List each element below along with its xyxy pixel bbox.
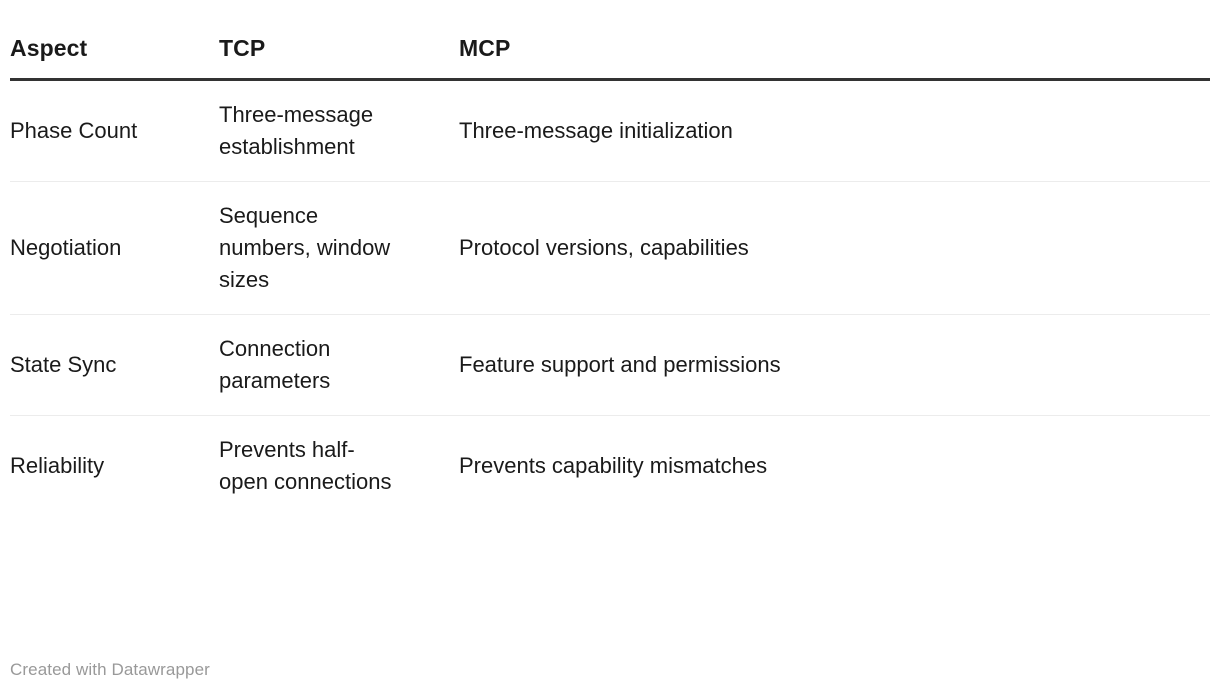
table-row: Negotiation Sequence numbers, window siz… [10,181,1210,315]
cell-mcp-text: Protocol versions, capabilities [459,235,749,260]
datawrapper-credit[interactable]: Created with Datawrapper [10,660,210,679]
column-header-aspect: Aspect [10,0,219,81]
cell-mcp-text: Prevents capability mismatches [459,453,768,478]
cell-mcp: Three-message initialization [459,79,1210,182]
cell-aspect-text: State Sync [10,352,117,377]
cell-tcp: Three-message establishment [219,79,459,182]
cell-aspect-text: Reliability [10,453,105,478]
table-header-row: Aspect TCP MCP [10,0,1210,81]
cell-mcp: Prevents capability mismatches [459,416,1210,517]
cell-aspect-text: Phase Count [10,118,138,143]
cell-tcp: Sequence numbers, window sizes [219,181,459,315]
table-body: Phase Count Three-message establishment … [10,79,1210,517]
cell-tcp-text: Connection parameters [219,336,331,393]
cell-aspect: Negotiation [10,181,219,315]
cell-aspect: State Sync [10,314,219,416]
cell-aspect: Reliability [10,416,219,517]
comparison-table: Aspect TCP MCP Phase Count Three-message… [10,0,1210,516]
table-row: Reliability Prevents half-open connectio… [10,416,1210,517]
cell-mcp: Feature support and permissions [459,314,1210,416]
cell-tcp: Connection parameters [219,314,459,416]
cell-aspect-text: Negotiation [10,235,122,260]
table-row: Phase Count Three-message establishment … [10,79,1210,182]
table-header: Aspect TCP MCP [10,0,1210,81]
cell-mcp: Protocol versions, capabilities [459,181,1210,315]
table-row: State Sync Connection parameters Feature… [10,314,1210,416]
cell-mcp-text: Feature support and permissions [459,352,781,377]
cell-tcp-text: Three-message establishment [219,102,374,159]
column-header-tcp: TCP [219,0,459,81]
cell-tcp: Prevents half-open connections [219,416,459,517]
cell-mcp-text: Three-message initialization [459,118,733,143]
column-header-mcp: MCP [459,0,1210,81]
cell-tcp-text: Prevents half-open connections [219,437,392,494]
cell-tcp-text: Sequence numbers, window sizes [219,203,391,292]
cell-aspect: Phase Count [10,79,219,182]
